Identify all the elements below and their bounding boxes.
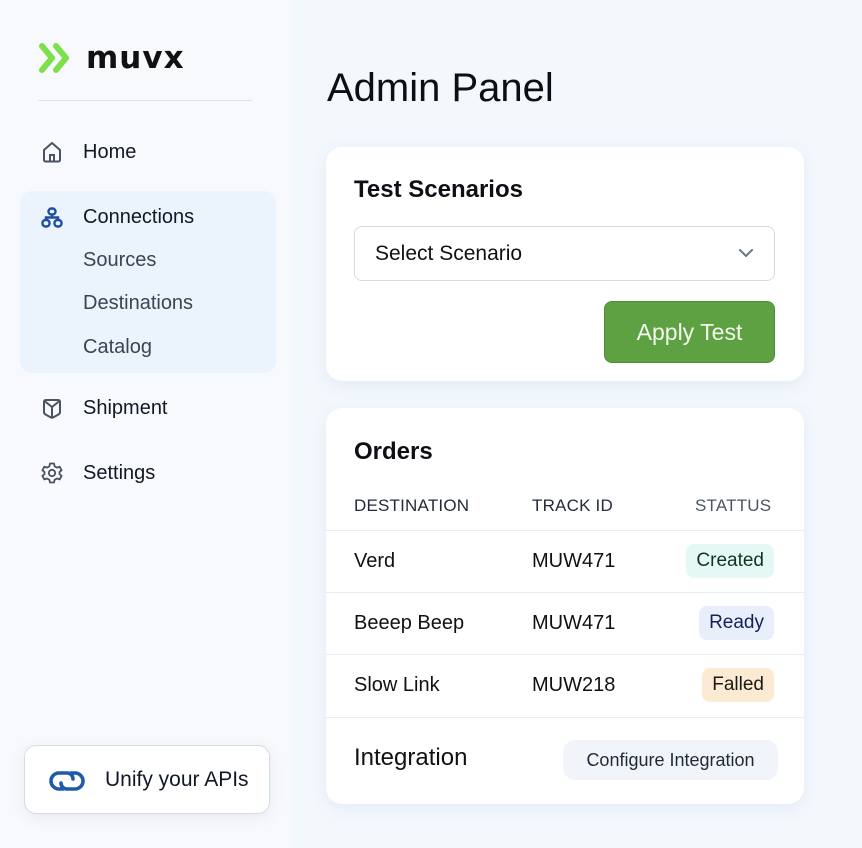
main-content: Admin Panel Test Scenarios Select Scenar… — [293, 0, 862, 848]
sidebar-item-label: Settings — [83, 461, 156, 484]
card-title: Test Scenarios — [354, 176, 523, 203]
connections-icon — [41, 207, 63, 228]
column-header-track-id[interactable]: TRACK ID — [532, 496, 613, 515]
sidebar-subitem-catalog[interactable]: Catalog — [83, 336, 152, 358]
status-badge: Falled — [702, 668, 774, 702]
select-value: Select Scenario — [375, 242, 523, 265]
double-chevron-logo-icon — [39, 43, 69, 73]
sidebar-group-connections: Connections Sources Destinations Catalog — [20, 191, 276, 373]
sidebar-item-label: Home — [83, 140, 137, 163]
track-id-cell: MUW218 — [532, 674, 616, 696]
page-title: Admin Panel — [327, 66, 554, 110]
sidebar-item-home[interactable]: Home — [20, 130, 276, 174]
orders-card: Orders DESTINATION TRACK ID STATTUS Verd… — [326, 408, 804, 804]
configure-integration-button[interactable]: Configure Integration — [563, 740, 778, 780]
link-icon — [49, 771, 85, 791]
integration-label: Integration — [354, 744, 468, 771]
sidebar-item-label: Connections — [83, 206, 195, 228]
unify-apis-button[interactable]: Unify your APIs — [24, 745, 270, 814]
destination-cell: Verd — [354, 550, 396, 572]
test-scenarios-card: Test Scenarios Select Scenario Apply Tes… — [326, 147, 804, 381]
box-icon — [43, 399, 61, 419]
destination-cell: Beeep Beep — [354, 612, 465, 634]
sidebar-subitem-sources[interactable]: Sources — [83, 249, 157, 271]
column-header-status[interactable]: STATTUS — [695, 496, 772, 515]
brand-name: muvx — [86, 40, 185, 76]
table-row[interactable]: Slow Link MUW218 Falled — [326, 654, 804, 716]
divider — [38, 100, 252, 101]
apply-test-button[interactable]: Apply Test — [604, 301, 775, 363]
scenario-select[interactable]: Select Scenario — [354, 226, 775, 281]
destination-cell: Slow Link — [354, 674, 440, 696]
track-id-cell: MUW471 — [532, 550, 616, 572]
column-header-destination[interactable]: DESTINATION — [354, 496, 470, 515]
table-row[interactable]: Verd MUW471 Created — [326, 530, 804, 592]
table-row[interactable]: Beeep Beep MUW471 Ready — [326, 592, 804, 654]
sidebar-item-label: Shipment — [83, 396, 168, 419]
integration-row: Integration Configure Integration — [326, 717, 804, 804]
sidebar: muvx Home Connections Sources Destinatio… — [0, 0, 293, 848]
sidebar-item-shipment[interactable]: Shipment — [20, 386, 276, 430]
sidebar-subitem-destinations[interactable]: Destinations — [83, 292, 194, 314]
home-icon — [43, 142, 61, 163]
sidebar-item-settings[interactable]: Settings — [20, 451, 276, 495]
track-id-cell: MUW471 — [532, 612, 616, 634]
chevron-down-icon — [739, 249, 753, 257]
logo[interactable]: muvx — [38, 38, 185, 78]
status-badge: Created — [686, 544, 774, 578]
unify-apis-label: Unify your APIs — [105, 767, 249, 791]
gear-icon — [41, 462, 63, 484]
card-title: Orders — [354, 438, 433, 465]
sidebar-item-connections[interactable]: Connections — [20, 194, 276, 238]
status-badge: Ready — [699, 606, 774, 640]
